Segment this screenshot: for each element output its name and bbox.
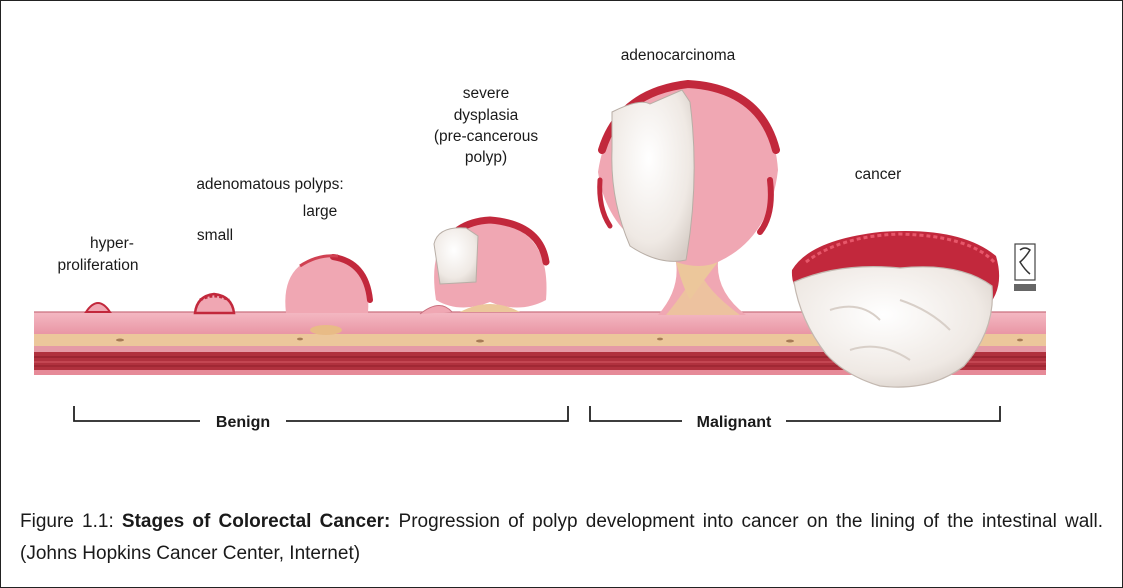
label-severe-dysplasia-line1: severe — [463, 85, 510, 102]
label-adenomatous-polyps: adenomatous polyps: — [196, 176, 343, 193]
caption-title: Stages of Colorectal Cancer: — [122, 511, 390, 532]
malignant-label: Malignant — [697, 414, 772, 431]
colorectal-stages-diagram: hyper- proliferation small adenomatous p… — [0, 0, 1123, 480]
label-severe-dysplasia-line2: dysplasia — [454, 107, 519, 124]
label-hyperproliferation-line2: proliferation — [58, 257, 139, 274]
johns-hopkins-logo-icon — [1014, 244, 1036, 291]
benign-bracket — [74, 406, 568, 421]
label-hyperproliferation-line1: hyper- — [90, 235, 134, 252]
label-large: large — [303, 203, 337, 220]
label-severe-dysplasia-line4: polyp) — [465, 149, 507, 166]
adenocarcinoma — [598, 82, 778, 315]
figure-caption: Figure 1.1: Stages of Colorectal Cancer:… — [20, 506, 1103, 570]
small-polyp — [195, 294, 234, 313]
label-cancer: cancer — [855, 166, 902, 183]
label-adenocarcinoma: adenocarcinoma — [621, 47, 736, 64]
label-small: small — [197, 227, 233, 244]
caption-prefix: Figure 1.1: — [20, 511, 122, 532]
benign-label: Benign — [216, 414, 270, 431]
hyperproliferation-stage — [86, 303, 110, 312]
label-severe-dysplasia-line3: (pre-cancerous — [434, 128, 538, 145]
severe-dysplasia-polyp — [420, 220, 547, 314]
malignant-bracket — [590, 406, 1000, 421]
